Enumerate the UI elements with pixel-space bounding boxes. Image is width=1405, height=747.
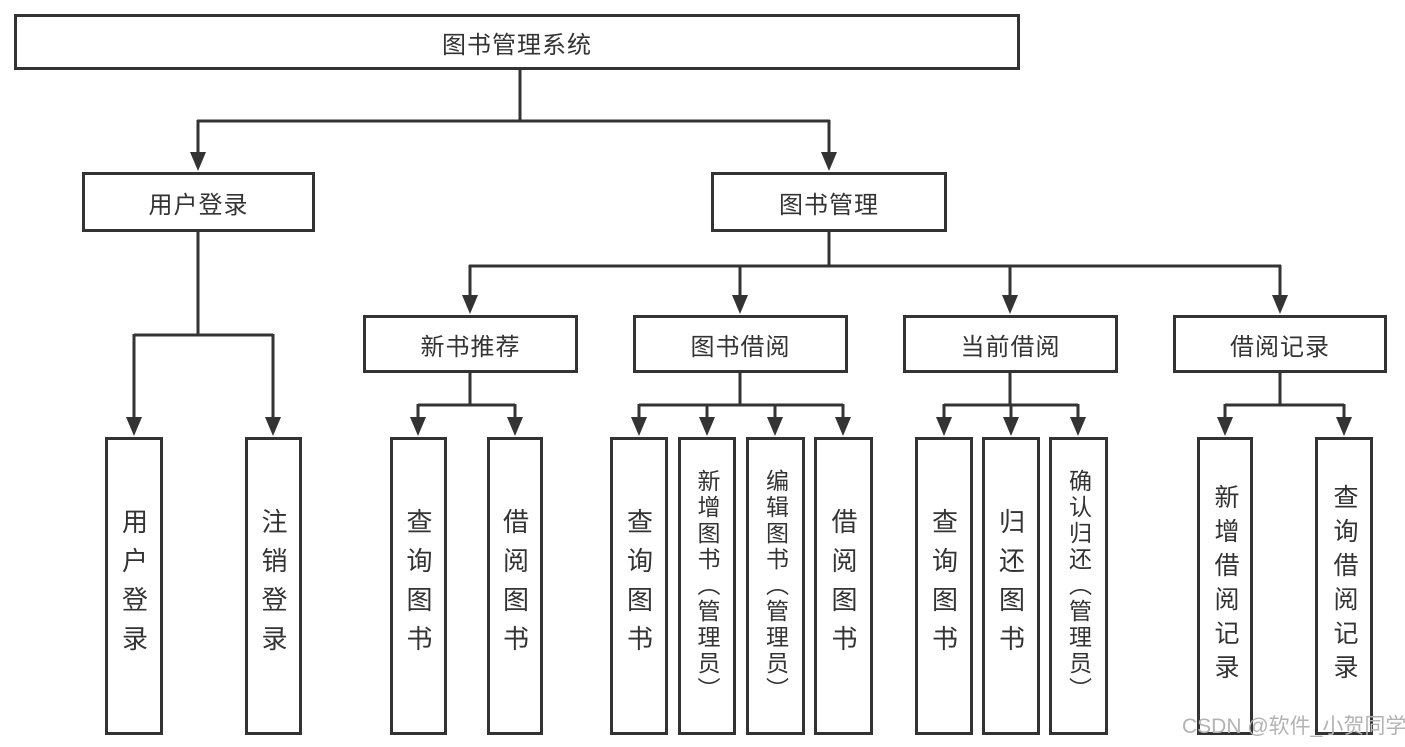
node-bb-edit-book: 编辑图书（管理员） [746,437,805,735]
arrow-down-icon [126,417,142,436]
node-current-borrow: 当前借阅 [903,315,1118,373]
node-br-query-record-label: 查询借阅记录 [1330,484,1358,688]
node-ul-logout: 注销登录 [245,437,302,735]
arrow-down-icon [1272,295,1288,314]
node-user-login: 用户登录 [82,172,315,232]
node-bb-add-book-label: 新增图书（管理员） [694,469,720,703]
node-book-borrow: 图书借阅 [633,315,848,373]
node-current-borrow-label: 当前借阅 [960,333,1061,361]
node-cb-confirm-return: 确认归还（管理员） [1049,437,1108,735]
node-root-label: 图书管理系统 [442,31,592,59]
arrow-down-icon [1217,417,1233,436]
node-book-mgmt: 图书管理 [711,172,947,232]
node-cb-confirm-return-label: 确认归还（管理员） [1065,469,1092,703]
node-bb-borrow-book-label: 借阅图书 [828,508,858,664]
node-book-borrow-label: 图书借阅 [690,333,791,361]
node-borrow-records-label: 借阅记录 [1230,333,1330,361]
node-cb-return-book: 归还图书 [982,437,1040,735]
node-bb-borrow-book: 借阅图书 [814,437,873,735]
arrow-down-icon [732,295,748,314]
node-bb-query-book-label: 查询图书 [623,508,654,664]
node-br-add-record: 新增借阅记录 [1197,437,1253,735]
arrow-down-icon [631,417,647,436]
node-bb-query-book: 查询图书 [610,437,668,735]
node-root: 图书管理系统 [14,14,1020,70]
node-bb-edit-book-label: 编辑图书（管理员） [762,469,789,703]
arrow-down-icon [507,417,523,436]
node-cb-query-book: 查询图书 [915,437,973,735]
arrow-down-icon [835,417,851,436]
arrow-down-icon [1002,295,1018,314]
node-user-login-label: 用户登录 [148,191,249,219]
arrow-down-icon [410,417,426,436]
arrow-down-icon [767,417,783,436]
node-br-query-record: 查询借阅记录 [1315,437,1373,735]
node-br-add-record-label: 新增借阅记录 [1211,484,1239,688]
node-nb-borrow-book: 借阅图书 [487,437,543,735]
arrow-down-icon [936,417,952,436]
node-bb-add-book: 新增图书（管理员） [678,437,736,735]
node-book-mgmt-label: 图书管理 [779,191,879,219]
node-ul-user-login-label: 用户登录 [118,508,149,664]
arrow-down-icon [821,152,837,171]
node-ul-user-login: 用户登录 [105,437,163,735]
arrow-down-icon [265,417,281,436]
node-cb-query-book-label: 查询图书 [928,508,959,664]
arrow-down-icon [1003,417,1019,436]
node-new-book-rec: 新书推荐 [363,315,578,373]
node-borrow-records: 借阅记录 [1173,315,1387,373]
node-nb-borrow-book-label: 借阅图书 [499,508,530,664]
node-ul-logout-label: 注销登录 [258,508,288,664]
csdn-watermark: CSDN @软件_小贺同学 [1182,715,1405,738]
node-new-book-rec-label: 新书推荐 [420,333,521,361]
node-nb-query-book-label: 查询图书 [403,508,433,664]
arrow-down-icon [190,152,206,171]
arrow-down-icon [1336,417,1352,436]
arrow-down-icon [1070,417,1086,436]
arrow-down-icon [699,417,715,436]
node-nb-query-book: 查询图书 [390,437,447,735]
node-cb-return-book-label: 归还图书 [995,508,1026,664]
arrow-down-icon [462,295,478,314]
